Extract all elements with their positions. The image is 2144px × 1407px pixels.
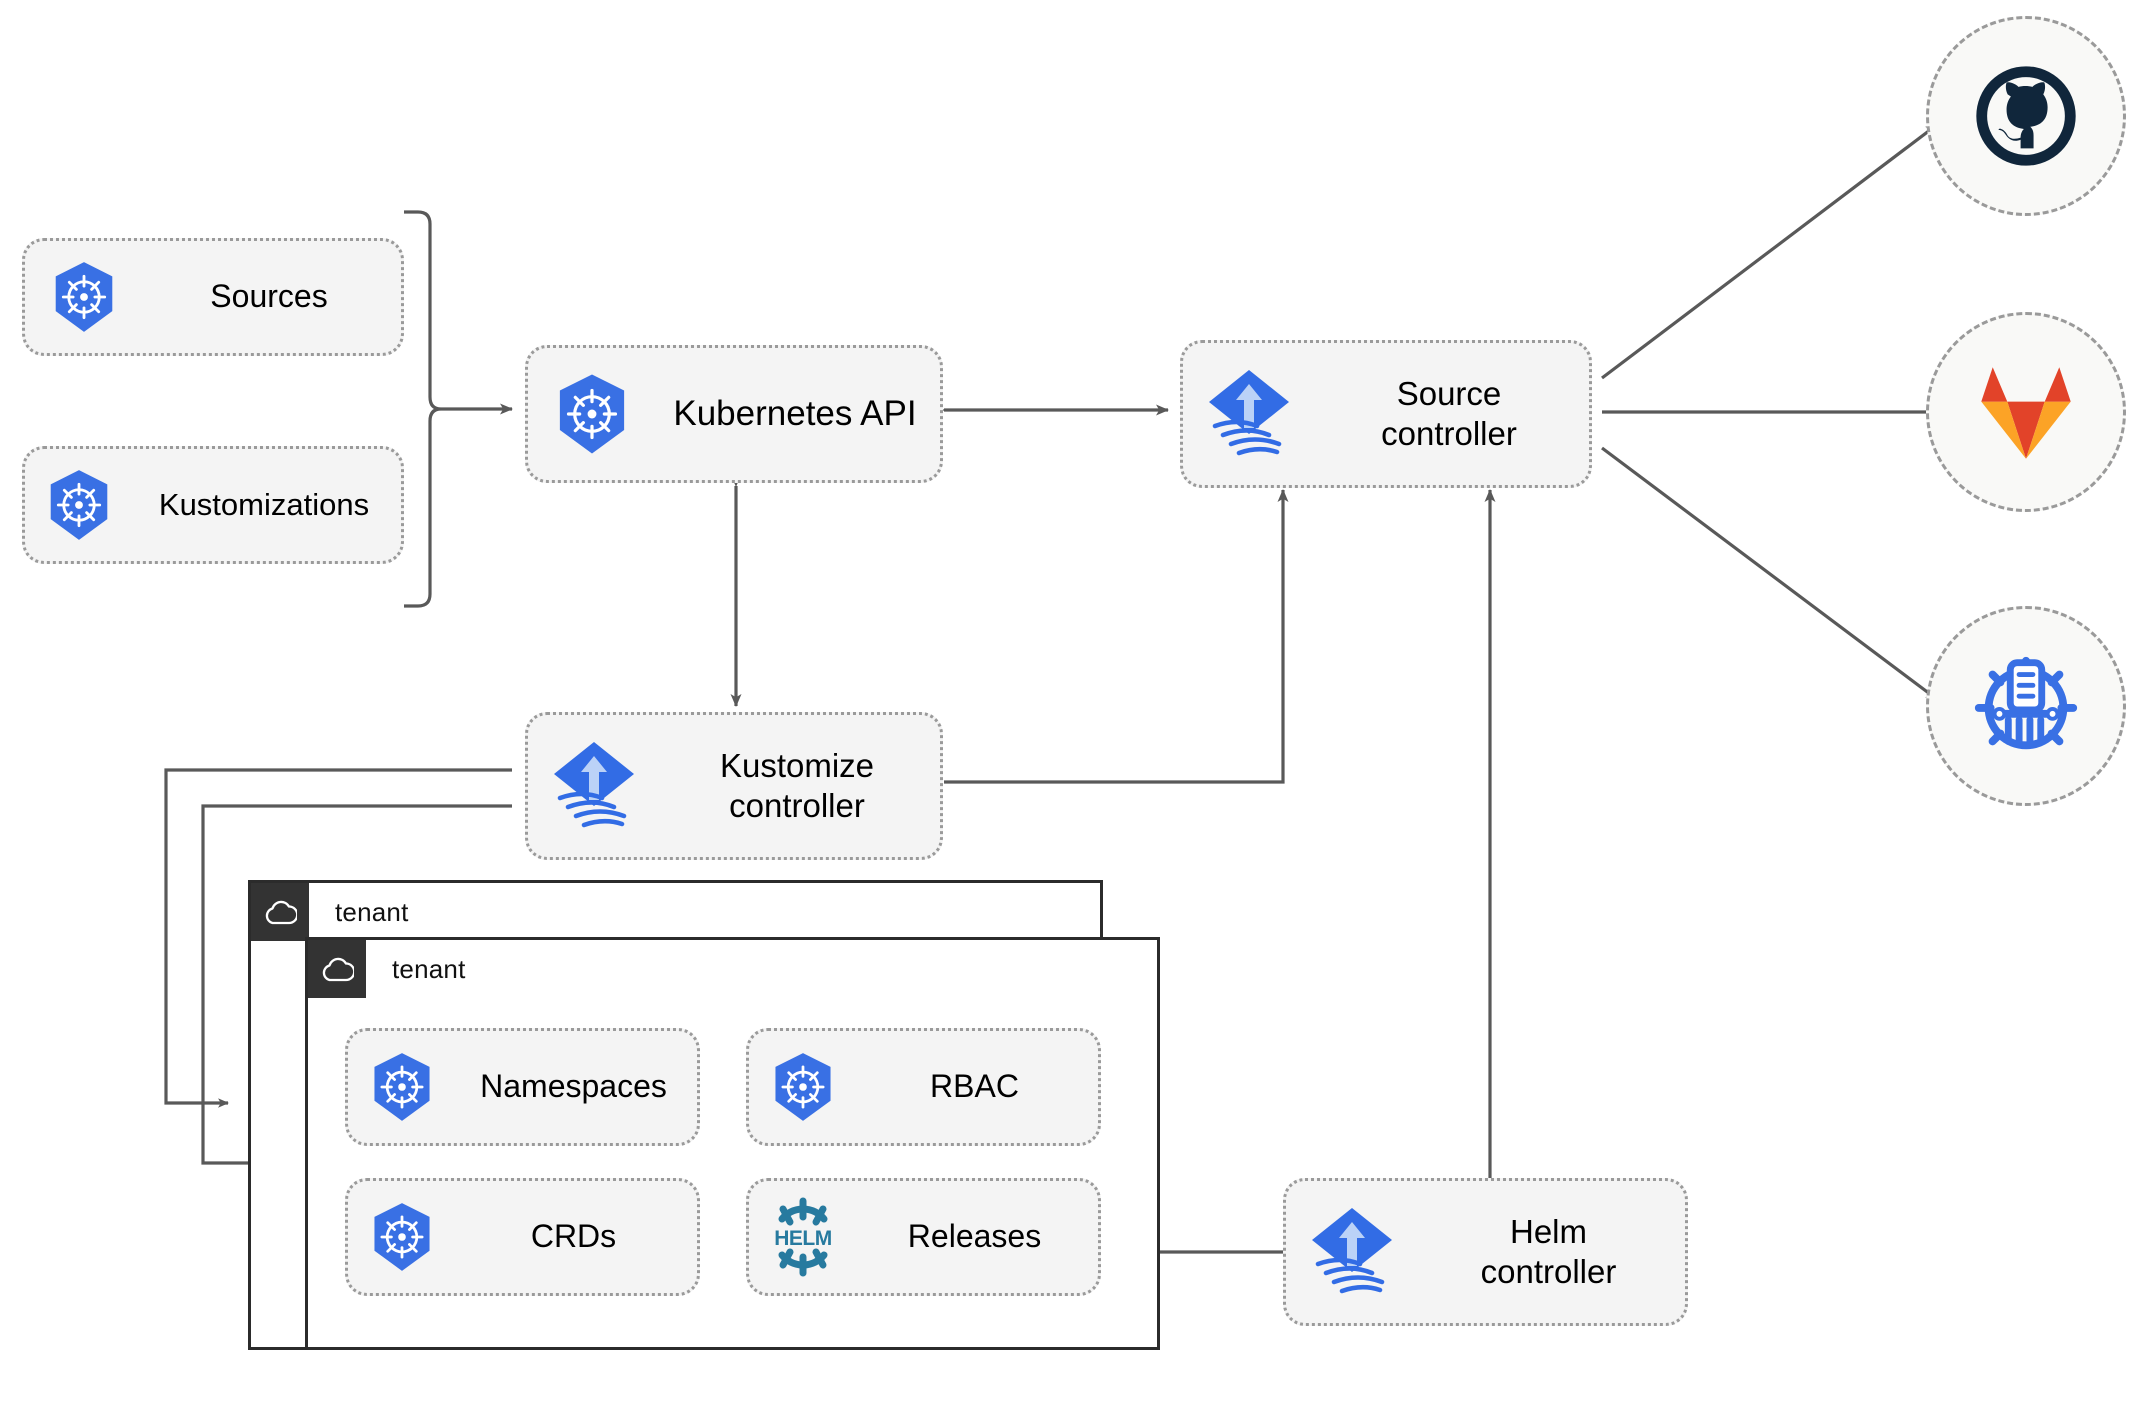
- resource-label: RBAC: [930, 1068, 1019, 1105]
- node-helm-controller[interactable]: Helm controller: [1283, 1178, 1688, 1326]
- resource-label: Sources: [210, 278, 328, 315]
- tenant-window-2[interactable]: tenant: [305, 937, 1160, 1350]
- node-label: Kustomize controller: [719, 746, 875, 824]
- kubernetes-icon: [749, 1051, 857, 1123]
- edge-source-github: [1601, 122, 1939, 380]
- resource-label: Releases: [907, 1218, 1042, 1255]
- kubernetes-icon: [25, 260, 143, 334]
- gitlab-icon: [1981, 367, 2071, 459]
- resource-crds[interactable]: CRDs: [345, 1178, 700, 1296]
- node-kustomize-controller[interactable]: Kustomize controller: [525, 712, 943, 860]
- edge-kustomize-source: [944, 489, 1289, 784]
- cloud-icon: [308, 940, 366, 998]
- node-label: Source controller: [1381, 374, 1517, 452]
- resource-rbac[interactable]: RBAC: [746, 1028, 1101, 1146]
- provider-kustomize[interactable]: [1926, 606, 2126, 806]
- kubernetes-icon: [528, 372, 656, 456]
- node-source-controller[interactable]: Source controller: [1180, 340, 1592, 488]
- tenant-title: tenant: [392, 953, 466, 984]
- provider-gitlab[interactable]: [1926, 312, 2126, 512]
- kubernetes-icon: [348, 1051, 456, 1123]
- cloud-glyph: [265, 900, 297, 925]
- node-label: Kubernetes API: [673, 393, 917, 433]
- cloud-icon: [251, 883, 309, 941]
- flux-icon: [1286, 1202, 1418, 1302]
- kustomize-icon: [1974, 656, 2078, 750]
- edge-source-kustomize: [1601, 446, 1939, 702]
- provider-github[interactable]: [1926, 16, 2126, 216]
- resource-releases[interactable]: HELM Releases: [746, 1178, 1101, 1296]
- group-bracket: [404, 210, 442, 608]
- tenant-title: tenant: [335, 896, 409, 927]
- tenant-titlebar: tenant: [308, 940, 466, 998]
- cloud-glyph: [322, 957, 354, 982]
- flux-icon: [1183, 364, 1315, 464]
- edge-kustomize-tenant-1: [164, 768, 512, 1108]
- resource-namespaces[interactable]: Namespaces: [345, 1028, 700, 1146]
- flux-icon: [528, 736, 660, 836]
- resource-label: Namespaces: [480, 1068, 667, 1105]
- node-label: Helm controller: [1480, 1212, 1617, 1290]
- helm-icon: HELM: [749, 1197, 857, 1277]
- node-kubernetes-api[interactable]: Kubernetes API: [525, 345, 943, 483]
- svg-text:HELM: HELM: [774, 1227, 832, 1250]
- resource-kustomizations[interactable]: Kustomizations: [22, 446, 404, 564]
- github-icon: [1976, 66, 2076, 166]
- resource-sources[interactable]: Sources: [22, 238, 404, 356]
- tenant-titlebar: tenant: [251, 883, 409, 941]
- resource-label: CRDs: [530, 1218, 617, 1255]
- resource-label: Kustomizations: [158, 487, 370, 523]
- edge-kustomize-tenant-2: [201, 804, 512, 1168]
- kubernetes-icon: [25, 468, 133, 542]
- kubernetes-icon: [348, 1201, 456, 1273]
